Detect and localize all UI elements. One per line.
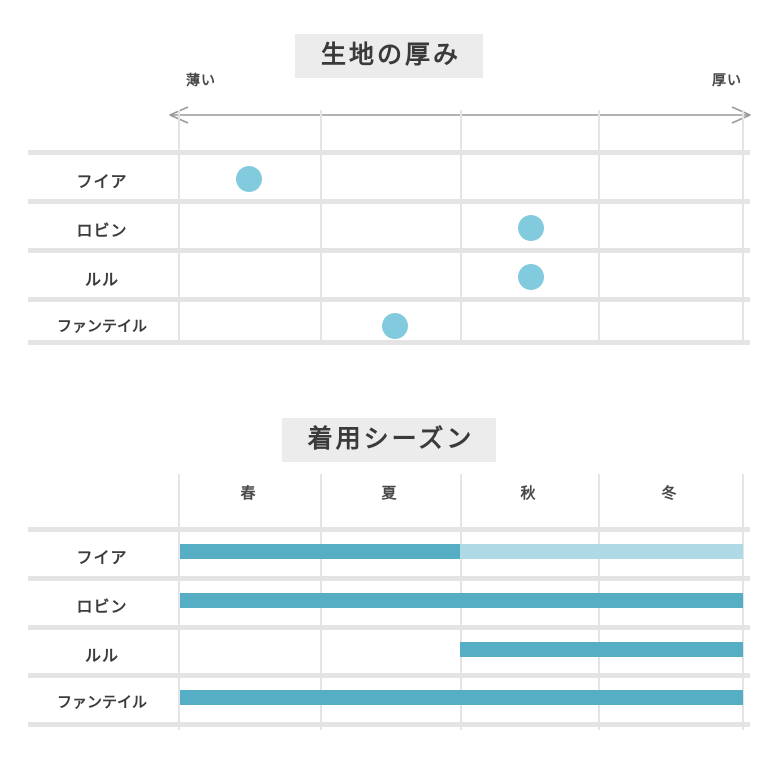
grid-separator [28, 248, 750, 253]
season-title: 着用シーズン [281, 418, 497, 462]
season-column-autumn: 秋 [520, 484, 538, 502]
thickness-axis-labels: 薄い 厚い [0, 70, 778, 92]
grid-separator [28, 673, 750, 678]
grid-separator [28, 340, 750, 345]
season-column-spring: 春 [240, 484, 258, 502]
row-label-fantail: ファンテイル [56, 693, 147, 711]
season-title-wrap: 着用シーズン [0, 418, 778, 462]
grid-separator [28, 199, 750, 204]
row-label-robin: ロビン [76, 597, 128, 616]
thickness-axis-arrow [168, 106, 752, 124]
thickness-panel: 生地の厚み 薄い 厚い フイア ロビン ルル ファンテイル [0, 0, 778, 380]
row-label-fantail: ファンテイル [56, 317, 147, 335]
grid-column-divider [598, 110, 600, 345]
axis-label-thin: 薄い [186, 73, 216, 89]
row-label-lulu: ルル [84, 646, 119, 665]
row-label-lulu: ルル [84, 270, 119, 289]
season-bar-lulu-autumn-winter [460, 642, 743, 657]
grid-column-divider [320, 110, 322, 345]
row-label-fuia: フイア [76, 172, 128, 191]
thickness-title: 生地の厚み [294, 34, 483, 78]
grid-separator [28, 722, 750, 727]
grid-column-divider [742, 474, 744, 730]
grid-column-divider [178, 474, 180, 730]
season-panel: 着用シーズン 春 夏 秋 冬 フイア ロビン ルル ファンテイル [0, 400, 778, 778]
season-column-winter: 冬 [661, 484, 679, 502]
grid-column-divider [460, 110, 462, 345]
double-arrow-icon [169, 106, 751, 124]
grid-separator [28, 576, 750, 581]
season-bar-fuia-spring-summer [180, 544, 460, 559]
thickness-grid: フイア ロビン ルル ファンテイル [28, 110, 750, 350]
thickness-dot-lulu [518, 264, 544, 290]
thickness-dot-fuia [236, 166, 262, 192]
season-grid: 春 夏 秋 冬 フイア ロビン ルル ファンテイル [28, 474, 750, 732]
grid-separator [28, 625, 750, 630]
grid-separator [28, 150, 750, 155]
grid-column-divider [178, 110, 180, 345]
season-column-summer: 夏 [381, 484, 399, 502]
thickness-dot-fantail [382, 313, 408, 339]
row-label-robin: ロビン [76, 221, 128, 240]
season-bar-fantail-all [180, 690, 743, 705]
season-bar-robin-all [180, 593, 743, 608]
axis-label-thick: 厚い [712, 73, 742, 89]
thickness-title-wrap: 生地の厚み [0, 34, 778, 78]
thickness-dot-robin [518, 215, 544, 241]
grid-separator [28, 297, 750, 302]
season-bar-fuia-autumn-winter [460, 544, 743, 559]
row-label-fuia: フイア [76, 548, 128, 567]
grid-separator [28, 527, 750, 532]
grid-column-divider [742, 110, 744, 345]
